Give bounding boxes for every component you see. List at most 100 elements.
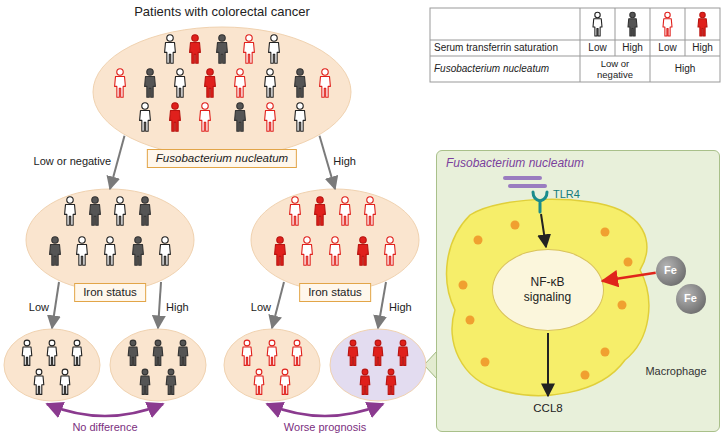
person-head — [24, 340, 30, 346]
person-head — [155, 340, 161, 346]
people-group — [275, 197, 396, 265]
person-body — [34, 376, 44, 394]
person-body — [628, 19, 637, 36]
person-icon — [628, 12, 637, 36]
person-head — [74, 340, 80, 346]
person-icon — [166, 369, 176, 394]
person-icon — [165, 35, 176, 63]
person-head — [630, 12, 635, 17]
person-body — [265, 111, 276, 132]
person-head — [79, 237, 85, 243]
person-icon — [593, 12, 602, 36]
person-head — [177, 69, 183, 75]
receptor-label: TLR4 — [553, 188, 580, 201]
person-icon — [385, 237, 396, 265]
person-body — [140, 376, 150, 394]
person-head — [332, 237, 338, 243]
chemokine-label: CCL8 — [533, 402, 562, 416]
group-ellipse: Iron status — [250, 188, 420, 292]
person-body — [280, 376, 290, 394]
person-body — [205, 77, 216, 98]
person-body — [663, 19, 672, 36]
person-icon — [280, 369, 290, 394]
person-head — [342, 197, 348, 203]
person-body — [217, 43, 228, 64]
person-icon — [133, 237, 144, 265]
criterion-box: Iron status — [299, 283, 371, 302]
person-head — [665, 12, 670, 17]
person-head — [367, 197, 373, 203]
person-body — [140, 111, 151, 132]
person-body — [386, 376, 396, 394]
granule — [510, 220, 519, 229]
illustration-group — [446, 178, 648, 396]
outcome-label: No difference — [72, 421, 137, 434]
ellipse-outline — [25, 188, 195, 292]
person-body — [244, 43, 255, 64]
person-body — [292, 347, 302, 365]
people-group — [115, 35, 331, 131]
person-icon — [170, 103, 181, 131]
granule — [480, 357, 489, 366]
person-head — [162, 237, 168, 243]
person-head — [282, 369, 288, 375]
person-icon — [365, 197, 376, 225]
person-body — [365, 205, 376, 226]
node-text: NF-κB signaling — [512, 275, 584, 304]
macrophage-cell — [446, 199, 648, 395]
person-body — [115, 205, 126, 226]
table-border — [430, 8, 720, 82]
person-icon — [267, 340, 277, 365]
branch-label: High — [389, 301, 412, 314]
branch-label: Low — [29, 301, 49, 314]
person-body — [235, 111, 246, 132]
node-text: Fe — [684, 292, 697, 305]
person-icon — [190, 35, 201, 63]
table-rule — [685, 8, 686, 56]
ellipse-shape — [93, 27, 351, 157]
table-row-heading: Serum transferrin saturation — [434, 42, 558, 54]
person-body — [22, 347, 32, 365]
person-icon — [386, 369, 396, 394]
person-body — [302, 245, 313, 266]
person-head — [362, 369, 368, 375]
person-icon — [175, 69, 186, 97]
ellipse-outline — [250, 188, 420, 292]
iron-circle: Fe — [656, 256, 686, 286]
person-body — [290, 205, 301, 226]
branch-arrow — [52, 282, 59, 328]
person-head — [244, 340, 250, 346]
person-head — [360, 237, 366, 243]
table-row-heading: Fusobacterium nucleatum — [434, 63, 549, 75]
group-ellipse: Iron status — [25, 188, 195, 292]
person-icon — [698, 12, 707, 36]
person-body — [72, 347, 82, 365]
group-ellipse — [110, 329, 206, 401]
connector-arrow — [320, 136, 336, 189]
person-head — [147, 69, 153, 75]
granule — [580, 370, 589, 379]
person-body — [235, 77, 246, 98]
table-rule — [430, 40, 720, 41]
person-body — [65, 205, 76, 226]
person-body — [160, 245, 171, 266]
person-icon — [358, 237, 369, 265]
person-body — [340, 205, 351, 226]
person-head — [142, 103, 148, 109]
person-icon — [340, 197, 351, 225]
person-body — [269, 43, 280, 64]
granule — [473, 235, 482, 244]
person-icon — [200, 103, 211, 131]
panel-heading: Fusobacterium nucleatum — [446, 156, 584, 170]
person-head — [67, 197, 73, 203]
person-icon — [34, 369, 44, 394]
person-icon — [178, 340, 188, 365]
group-ellipse: Patients with colorectal cancerFusobacte… — [92, 26, 352, 158]
person-head — [219, 35, 225, 41]
person-head — [92, 197, 98, 203]
person-head — [130, 340, 136, 346]
people-group — [50, 197, 171, 265]
person-body — [190, 43, 201, 64]
signal-arrow — [541, 214, 546, 247]
